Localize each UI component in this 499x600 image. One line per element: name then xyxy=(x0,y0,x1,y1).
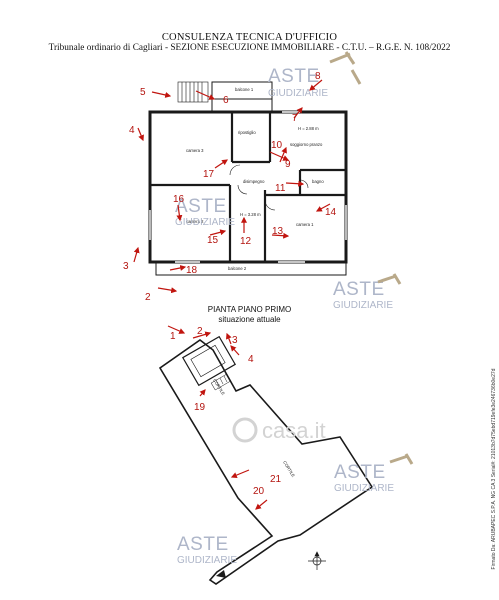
watermark-casa: casa.it xyxy=(232,417,326,443)
arrow-13 xyxy=(271,232,290,239)
marker-20: 20 xyxy=(253,486,265,497)
marker-15: 15 xyxy=(207,235,219,246)
marker-17: 17 xyxy=(203,169,215,180)
label-bagno: bagno xyxy=(312,179,324,184)
marker-4: 4 xyxy=(129,125,135,136)
marker-9: 9 xyxy=(285,159,291,170)
arrow-8 xyxy=(309,79,323,91)
marker-6: 6 xyxy=(223,95,229,106)
arrow-20 xyxy=(255,499,268,510)
watermark-aste-3: ASTE GIUDIZIARIE xyxy=(333,273,402,311)
svg-text:ASTE: ASTE xyxy=(268,66,320,87)
label-height-camera: H = 3.28 m xyxy=(240,212,261,217)
svg-text:ASTE: ASTE xyxy=(334,462,386,483)
label-cortile-1: CORTILE xyxy=(212,378,226,396)
marker-lower-4: 4 xyxy=(248,354,254,365)
plan-title: PIANTA PIANO PRIMO situazione attuale xyxy=(0,305,499,325)
svg-text:ASTE: ASTE xyxy=(177,534,229,555)
arrow-lower-4 xyxy=(230,345,240,356)
arrow-2 xyxy=(157,287,178,294)
marker-lower-2: 2 xyxy=(197,326,203,337)
arrow-4 xyxy=(137,127,144,142)
report-title: CONSULENZA TECNICA D'UFFICIO xyxy=(161,32,338,43)
label-balcone-2: balcone 2 xyxy=(228,266,247,271)
marker-12: 12 xyxy=(240,236,252,247)
svg-text:GIUDIZIARIE: GIUDIZIARIE xyxy=(177,555,237,566)
marker-13: 13 xyxy=(272,226,284,237)
label-camera-3: camera 3 xyxy=(186,148,204,153)
plan-title-line2: situazione attuale xyxy=(218,315,281,324)
photo-arrows xyxy=(133,79,331,510)
marker-7: 7 xyxy=(292,113,298,124)
arrow-7 xyxy=(293,107,303,119)
arrow-6 xyxy=(195,90,216,100)
arrow-10 xyxy=(269,151,290,161)
label-camera-2: camera 2 xyxy=(186,219,204,224)
arrow-3 xyxy=(133,246,140,263)
watermark-aste-2: ASTE GIUDIZIARIE xyxy=(175,196,235,228)
arrow-15 xyxy=(209,229,227,236)
signature-text: Firmato Da: ARUBAPEC S.P.A. NG CA 3 Seri… xyxy=(490,368,497,570)
marker-2: 2 xyxy=(145,292,151,303)
label-ripostiglio: ripostiglio xyxy=(238,130,256,135)
stairs xyxy=(177,81,209,103)
report-subtitle: Tribunale ordinario di Cagliari - SEZION… xyxy=(48,43,451,53)
label-soggiorno: soggiorno pranzo xyxy=(290,142,323,147)
room-labels: balcone 1 ripostiglio H = 2.88 m soggior… xyxy=(186,87,324,271)
marker-8: 8 xyxy=(315,71,321,82)
marker-18: 18 xyxy=(186,265,198,276)
marker-11: 11 xyxy=(275,183,286,194)
svg-text:ASTE: ASTE xyxy=(175,196,227,217)
arrow-19 xyxy=(199,389,206,397)
marker-21: 21 xyxy=(270,474,282,485)
balcony-1 xyxy=(211,81,273,100)
label-camera-1: camera 1 xyxy=(296,222,314,227)
upper-floor-plan xyxy=(148,81,348,276)
marker-16: 16 xyxy=(173,194,185,205)
svg-text:GIUDIZIARIE: GIUDIZIARIE xyxy=(268,88,328,99)
marker-numbers: 5 4 6 7 8 10 9 17 11 16 15 12 13 14 3 18… xyxy=(123,71,337,497)
interior-walls xyxy=(150,112,346,262)
svg-text:ASTE: ASTE xyxy=(333,279,385,300)
marker-19: 19 xyxy=(194,402,206,413)
balcony-2 xyxy=(155,261,347,276)
label-disimpegno: disimpegno xyxy=(243,179,265,184)
svg-text:GIUDIZIARIE: GIUDIZIARIE xyxy=(334,483,394,494)
arrow-9 xyxy=(279,146,287,163)
arrow-lower-1 xyxy=(167,325,186,334)
plan-title-line1: PIANTA PIANO PRIMO xyxy=(207,305,292,314)
arrow-17 xyxy=(214,159,228,169)
watermark-aste-4: ASTE GIUDIZIARIE xyxy=(334,453,414,494)
arrow-21 xyxy=(230,469,250,478)
arrow-lower-2 xyxy=(192,331,212,339)
marker-10: 10 xyxy=(271,140,283,151)
arrow-16 xyxy=(176,204,183,222)
arrow-14 xyxy=(315,203,331,212)
marker-3: 3 xyxy=(123,261,129,272)
site-plan xyxy=(158,335,374,585)
digital-signature-note: Firmato Da: ARUBAPEC S.P.A. NG CA 3 Seri… xyxy=(489,344,498,594)
arrow-11 xyxy=(285,180,305,187)
watermark-aste-1: ASTE GIUDIZIARIE xyxy=(268,51,362,99)
marker-14: 14 xyxy=(325,207,337,218)
arrow-5 xyxy=(151,91,172,98)
svg-text:GIUDIZIARIE: GIUDIZIARIE xyxy=(333,300,393,311)
marker-5: 5 xyxy=(140,87,146,98)
svg-text:casa.it: casa.it xyxy=(262,418,326,443)
marker-lower-3: 3 xyxy=(232,335,238,346)
label-balcone-1: balcone 1 xyxy=(235,87,254,92)
arrow-18 xyxy=(169,264,187,271)
marker-lower-1: 1 xyxy=(170,331,176,342)
label-cortile-2: CORTILE xyxy=(282,460,296,478)
watermark-aste-5: ASTE GIUDIZIARIE xyxy=(177,534,237,566)
svg-text:GIUDIZIARIE: GIUDIZIARIE xyxy=(175,217,235,228)
label-height-soggiorno: H = 2.88 m xyxy=(298,126,319,131)
arrow-lower-3 xyxy=(225,332,232,345)
compass-icon xyxy=(308,551,326,570)
